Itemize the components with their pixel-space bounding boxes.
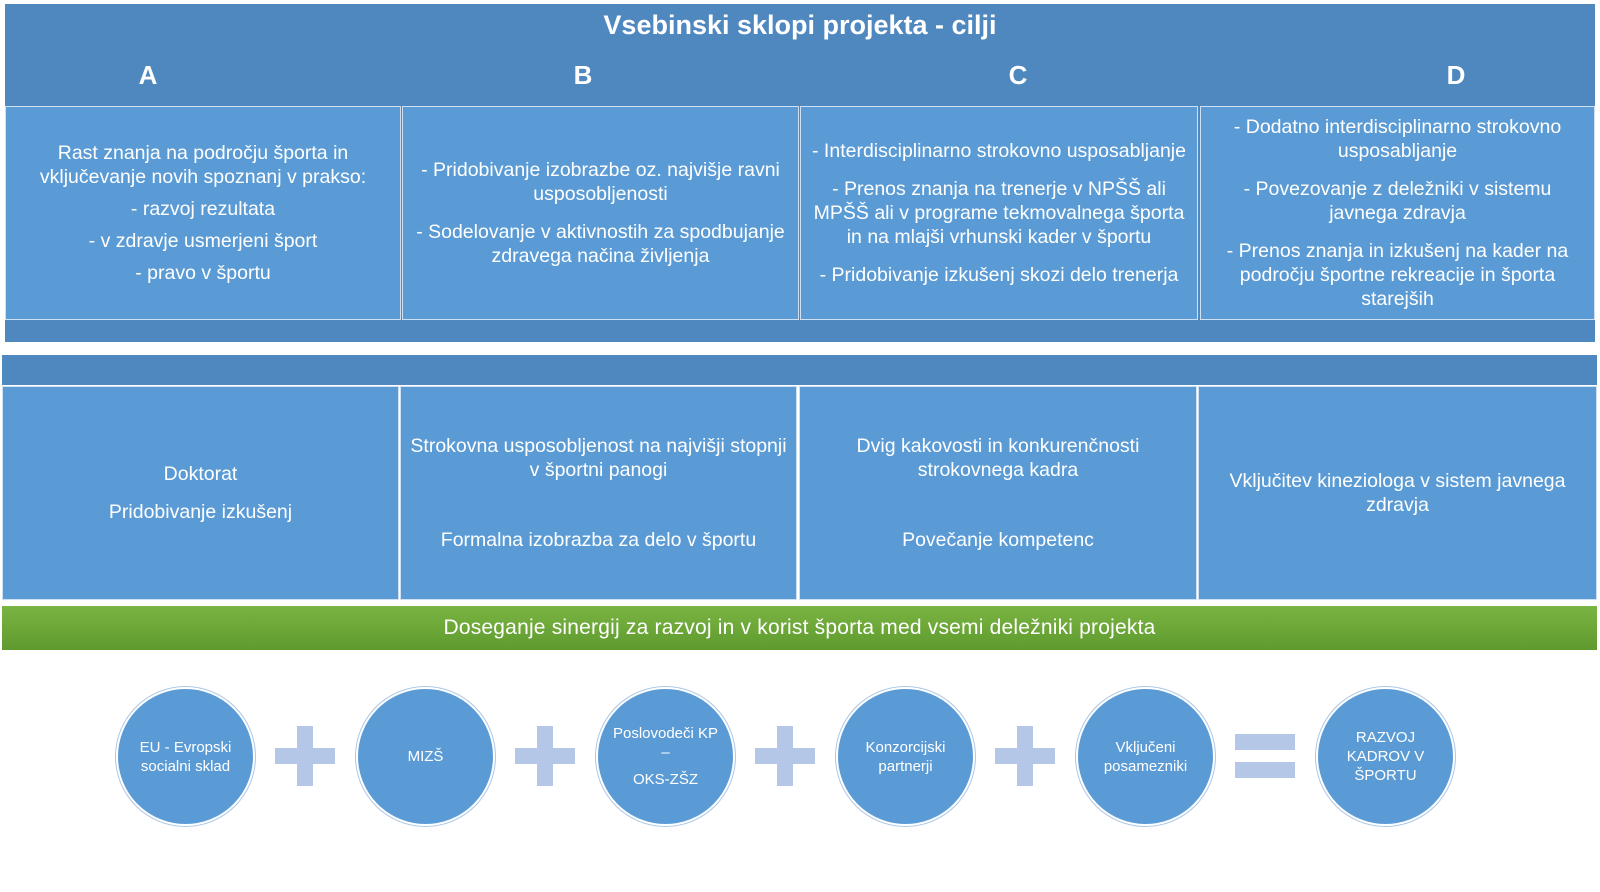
outcome-c-line-1: Dvig kakovosti in konkurenčnosti strokov… (856, 435, 1140, 481)
outcome-cell-c: Dvig kakovosti in konkurenčnosti strokov… (799, 386, 1197, 600)
outcome-b-line-2: Formalna izobrazba za delo v športu (440, 529, 757, 551)
partner-individuals-label: Vključeni posamezniki (1103, 738, 1188, 775)
outcome-b-line-1: Strokovna usposobljenost na najvišji sto… (410, 435, 787, 481)
content-c-line-3: - Pridobivanje izkušenj skozi delo trene… (819, 264, 1179, 286)
content-b-line-2: - Sodelovanje v aktivnostih za spodbujan… (416, 221, 785, 267)
content-d-line-3: - Prenos znanja in izkušenj na kader na … (1226, 240, 1569, 310)
partner-circle-individuals: Vključeni posamezniki (1076, 687, 1215, 826)
outcome-cell-a: Doktorat Pridobivanje izkušenj (2, 386, 399, 600)
content-cell-d: - Dodatno interdisciplinarno strokovno u… (1200, 106, 1595, 320)
outcome-a-line-2: Pridobivanje izkušenj (108, 501, 293, 523)
synergy-banner-text: Doseganje sinergij za razvoj in v korist… (443, 616, 1156, 639)
content-a-line-3: - v zdravje usmerjeni šport (88, 230, 318, 252)
column-letter-a: A (138, 60, 158, 90)
content-a-line-4: - pravo v športu (135, 262, 271, 284)
partner-circle-consortium: Konzorcijski partnerji (836, 687, 975, 826)
plus-icon (995, 726, 1055, 786)
outcome-cell-b: Strokovna usposobljenost na najvišji sto… (400, 386, 797, 600)
plus-icon (275, 726, 335, 786)
synergy-banner: Doseganje sinergij za razvoj in v korist… (2, 606, 1597, 650)
content-a-line-1: Rast znanja na področju športa in vključ… (39, 142, 367, 188)
content-c-line-1: - Interdisciplinarno strokovno usposablj… (812, 140, 1186, 162)
result-label: RAZVOJ KADROV V ŠPORTU (1346, 729, 1425, 784)
outcome-d-line-1: Vključitev kineziologa v sistem javnega … (1229, 470, 1566, 516)
diagram-title: Vsebinski sklopi projekta - cilji (603, 10, 997, 40)
content-cell-c: - Interdisciplinarno strokovno usposablj… (800, 106, 1198, 320)
content-cell-a: Rast znanja na področju športa in vključ… (5, 106, 401, 320)
plus-icon (515, 726, 575, 786)
outcome-c-line-2: Povečanje kompetenc (902, 529, 1094, 551)
partner-circle-esf: EU - Evropski socialni sklad (116, 687, 255, 826)
partner-circle-lead: Poslovodeči KP – OKS-ZŠZ (596, 687, 735, 826)
partner-lead-label-2: OKS-ZŠZ (632, 771, 698, 788)
result-circle: RAZVOJ KADROV V ŠPORTU (1316, 687, 1455, 826)
outcomes-header-bar (2, 355, 1597, 385)
partner-lead-label-1: Poslovodeči KP – (612, 725, 719, 761)
equals-icon (1235, 734, 1295, 778)
partner-mizs-label: MIZŠ (407, 748, 444, 765)
plus-icon (755, 726, 815, 786)
column-letter-c: C (1008, 60, 1028, 90)
outcome-cell-d: Vključitev kineziologa v sistem javnega … (1198, 386, 1597, 600)
content-a-line-2: - razvoj rezultata (130, 198, 276, 220)
partner-circle-mizs: MIZŠ (356, 687, 495, 826)
content-b-line-1: - Pridobivanje izobrazbe oz. najvišje ra… (421, 159, 780, 205)
content-d-line-1: - Dodatno interdisciplinarno strokovno u… (1233, 116, 1562, 162)
content-cell-b: - Pridobivanje izobrazbe oz. najvišje ra… (402, 106, 799, 320)
partner-esf-label: EU - Evropski socialni sklad (139, 738, 232, 775)
partner-consortium-label: Konzorcijski partnerji (865, 738, 946, 775)
content-c-line-2: - Prenos znanja na trenerje v NPŠŠ ali M… (813, 178, 1185, 248)
content-d-line-2: - Povezovanje z deležniki v sistemu javn… (1243, 178, 1552, 224)
column-letter-b: B (573, 60, 593, 90)
outcome-a-line-1: Doktorat (163, 463, 238, 485)
column-letter-d: D (1446, 60, 1466, 90)
